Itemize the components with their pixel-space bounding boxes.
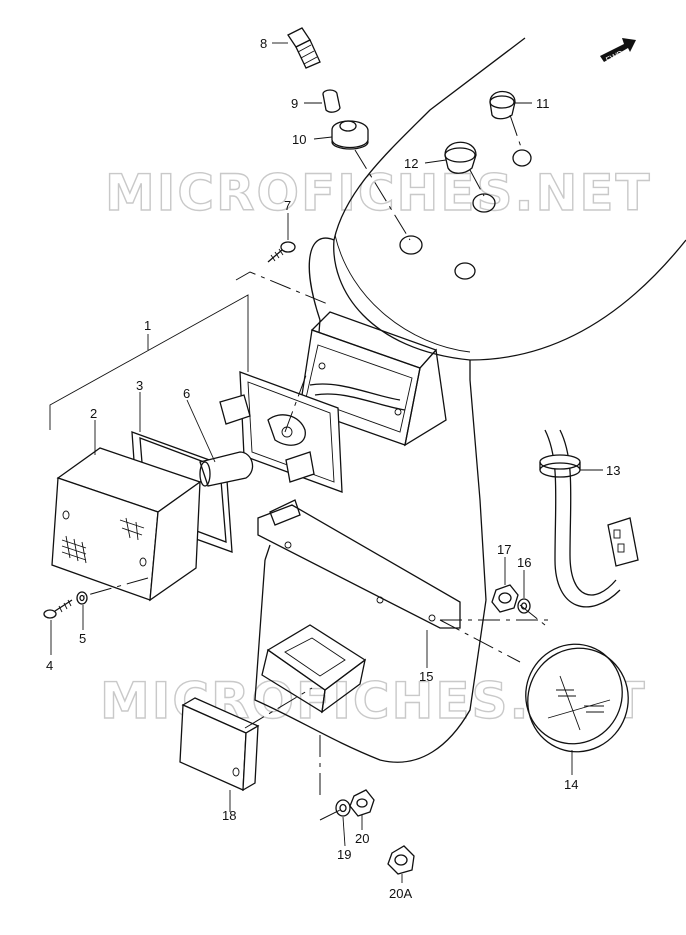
washer-19 bbox=[335, 799, 351, 817]
nut-20 bbox=[349, 789, 375, 817]
label-6: 6 bbox=[183, 386, 190, 401]
label-20a: 20A bbox=[389, 886, 412, 901]
washer-5 bbox=[76, 591, 88, 605]
cushion-10 bbox=[331, 120, 369, 150]
label-5: 5 bbox=[79, 631, 86, 646]
screw-4 bbox=[43, 599, 73, 619]
group-1-bracket bbox=[49, 294, 249, 430]
leader-lines bbox=[50, 42, 603, 883]
watermark-top: MICROFICHES.NET bbox=[105, 164, 652, 222]
label-14: 14 bbox=[564, 777, 578, 792]
lamp-lens-2 bbox=[51, 447, 202, 602]
label-18: 18 bbox=[222, 808, 236, 823]
screw-7 bbox=[267, 241, 296, 263]
nut-17 bbox=[491, 584, 519, 613]
bolt-8 bbox=[287, 27, 321, 69]
label-8: 8 bbox=[260, 36, 267, 51]
assembly-lines bbox=[83, 114, 550, 821]
label-15: 15 bbox=[419, 669, 433, 684]
license-bracket-15 bbox=[257, 499, 461, 629]
license-lamp-18 bbox=[179, 697, 260, 792]
fwd-arrow-icon: FWD bbox=[600, 38, 636, 65]
license-lamp-housing bbox=[261, 624, 367, 714]
washer-16 bbox=[517, 598, 531, 614]
label-16: 16 bbox=[517, 555, 531, 570]
label-7: 7 bbox=[284, 198, 291, 213]
cushion-12 bbox=[444, 141, 477, 174]
label-20: 20 bbox=[355, 831, 369, 846]
label-2: 2 bbox=[90, 406, 97, 421]
label-4: 4 bbox=[46, 658, 53, 673]
label-12: 12 bbox=[404, 156, 418, 171]
part-labels: 8 9 10 11 12 7 1 3 2 6 4 5 13 14 15 16 1… bbox=[46, 36, 620, 901]
label-9: 9 bbox=[291, 96, 298, 111]
collar-9 bbox=[322, 89, 341, 113]
label-3: 3 bbox=[136, 378, 143, 393]
reflector-14 bbox=[525, 643, 629, 753]
fwd-badge-text: FWD bbox=[604, 49, 625, 65]
grommet-13 bbox=[539, 454, 581, 478]
label-11: 11 bbox=[536, 96, 550, 111]
bulb-socket-6 bbox=[199, 451, 254, 487]
cushion-11 bbox=[489, 90, 516, 120]
label-13: 13 bbox=[606, 463, 620, 478]
label-17: 17 bbox=[497, 542, 511, 557]
label-19: 19 bbox=[337, 847, 351, 862]
label-1: 1 bbox=[144, 318, 151, 333]
label-10: 10 bbox=[292, 132, 306, 147]
lamp-base-plate bbox=[219, 371, 343, 493]
rear-fender bbox=[254, 37, 686, 763]
nut-20a bbox=[387, 845, 415, 875]
